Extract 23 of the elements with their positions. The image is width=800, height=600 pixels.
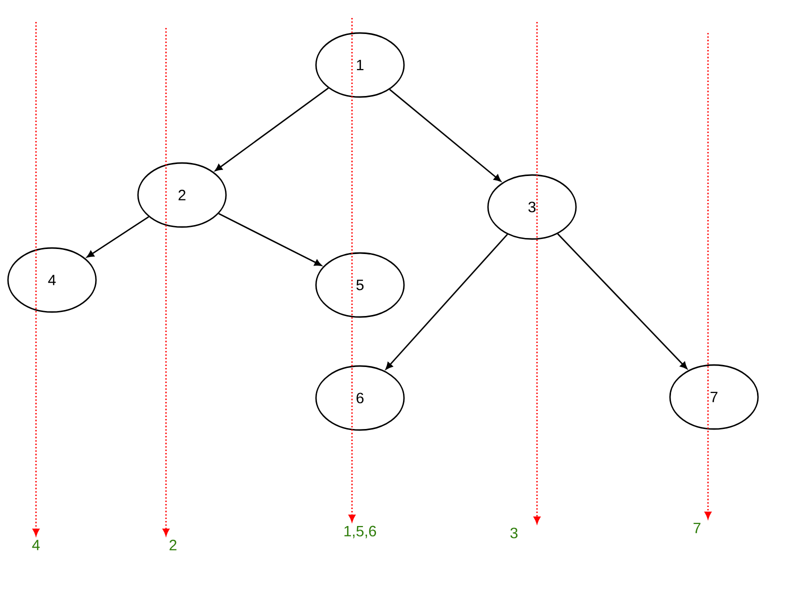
tree-node: 3	[487, 174, 577, 240]
order-arrow	[534, 22, 540, 524]
order-arrow	[32, 22, 40, 536]
tree-node: 1	[315, 32, 405, 98]
order-arrow	[162, 28, 170, 536]
tree-node: 4	[7, 247, 97, 313]
arrow	[86, 216, 150, 258]
tree-node: 5	[315, 252, 405, 318]
arrow	[386, 234, 508, 370]
tree-node: 7	[669, 364, 759, 430]
order-arrow	[348, 18, 356, 522]
tree-node: 6	[315, 365, 405, 431]
arrow	[557, 233, 688, 370]
tree-node: 2	[137, 162, 227, 228]
order-label: 3	[510, 528, 518, 538]
arrow	[389, 88, 502, 182]
arrow	[214, 88, 329, 172]
order-label: 2	[170, 540, 176, 550]
order-label: 1,5,6	[344, 526, 376, 538]
order-arrow	[704, 33, 712, 519]
order-label: 4	[32, 540, 40, 550]
arrow	[218, 212, 322, 266]
order-label: 7	[694, 522, 700, 534]
